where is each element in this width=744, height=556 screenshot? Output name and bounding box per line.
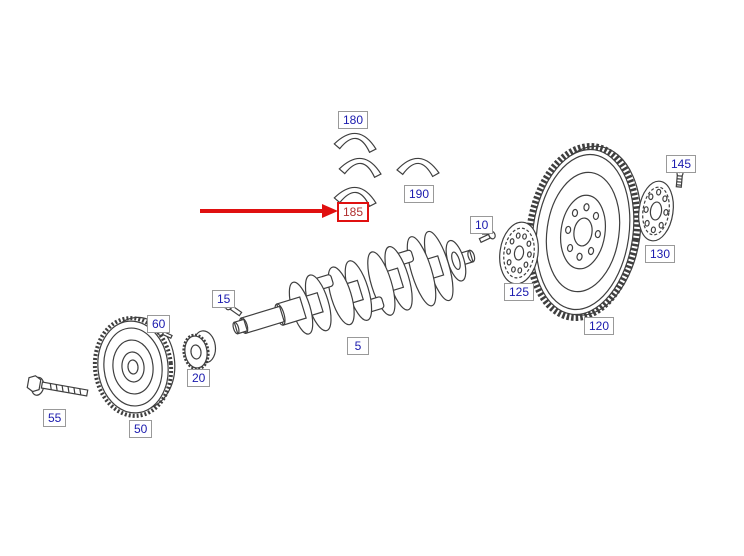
part-label-120[interactable]: 120 [584, 317, 615, 335]
bolt-55-illustration [26, 375, 89, 397]
bearing-shells-upper-illustration [333, 130, 384, 179]
flywheel-illustration [525, 143, 642, 321]
bolt-10-illustration [478, 230, 496, 244]
crankshaft-illustration [232, 230, 476, 335]
part-label-180[interactable]: 180 [338, 111, 369, 129]
part-label-60[interactable]: 60 [147, 315, 171, 333]
part-label-55[interactable]: 55 [43, 409, 67, 427]
part-label-190[interactable]: 190 [404, 185, 435, 203]
drive-plate-illustration [499, 221, 539, 285]
part-label-145[interactable]: 145 [666, 155, 697, 173]
bearing-shell-190-illustration [396, 156, 441, 178]
highlight-arrow [200, 204, 338, 218]
pulley-damper-illustration [92, 316, 176, 418]
part-label-130[interactable]: 130 [645, 245, 676, 263]
part-label-10[interactable]: 10 [470, 216, 494, 234]
part-label-15[interactable]: 15 [212, 290, 236, 308]
sprocket-illustration [182, 330, 217, 371]
part-label-5[interactable]: 5 [347, 337, 369, 355]
part-label-185[interactable]: 185 [337, 202, 370, 222]
part-label-125[interactable]: 125 [504, 283, 535, 301]
part-label-20[interactable]: 20 [187, 369, 211, 387]
end-disc-illustration [638, 180, 674, 242]
part-label-50[interactable]: 50 [129, 420, 153, 438]
